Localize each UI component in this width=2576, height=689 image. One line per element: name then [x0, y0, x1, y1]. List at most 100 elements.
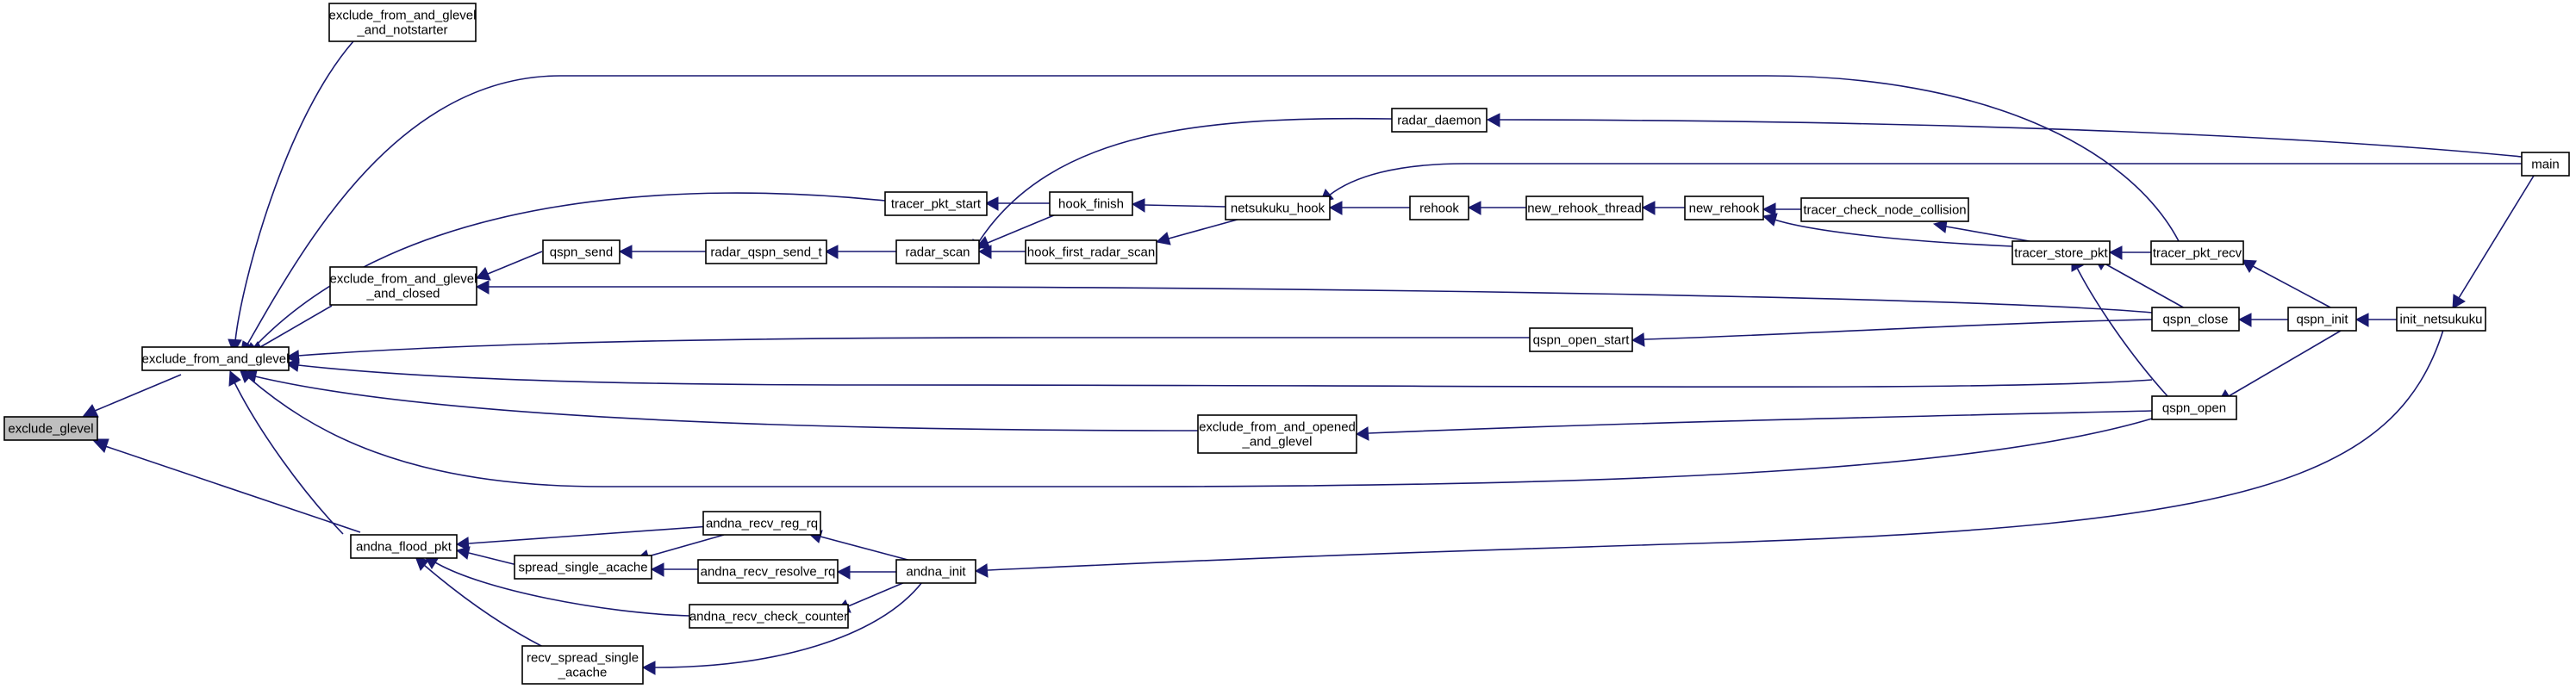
node-box [1409, 196, 1469, 220]
node-andna-recv-reg-rq[interactable]: andna_recv_reg_rq [702, 511, 821, 536]
arrowhead [1355, 426, 1369, 441]
node-qspn-open-start[interactable]: qspn_open_start [1529, 327, 1633, 352]
node-label: _and_notstarter [356, 23, 447, 38]
edge-excl-and-glevel-to-exclude-glevel [94, 374, 182, 412]
arrowhead [974, 563, 989, 578]
node-label: _acache [558, 666, 608, 680]
node-andna-recv-resolve-rq[interactable]: andna_recv_resolve_rq [697, 559, 839, 584]
node-init-netsukuku[interactable]: init_netsukuku [2396, 307, 2486, 332]
node-label: netsukuku_hook [1231, 202, 1325, 216]
edge-qspn-close-to-excl-closed [489, 286, 2153, 313]
edge-qspn-close-to-qspn-open-start [1644, 319, 2153, 340]
edge-main-to-init-netsukuku [2458, 175, 2535, 299]
arrowhead [1486, 113, 1500, 127]
node-radar-daemon[interactable]: radar_daemon [1391, 108, 1488, 133]
node-hook-finish[interactable]: hook_finish [1049, 191, 1133, 216]
node-label: exclude_from_and_glevel [142, 352, 290, 367]
arrowhead [228, 369, 241, 387]
node-box [2150, 240, 2244, 265]
edge-andna-recv-reg-rq-to-andna-flood-pkt [468, 525, 711, 544]
node-box [705, 239, 827, 264]
arrowhead [1762, 202, 1776, 217]
node-label: exclude_from_and_opened [1199, 420, 1356, 435]
arrowhead [1932, 220, 1948, 233]
node-label: tracer_pkt_start [891, 197, 982, 212]
edge-main-to-netsukuku-hook [1328, 163, 2522, 196]
node-box [328, 3, 477, 42]
node-andna-flood-pkt[interactable]: andna_flood_pkt [350, 534, 458, 559]
node-exclude-glevel[interactable]: exclude_glevel [3, 416, 98, 441]
arrowhead [641, 661, 656, 675]
edge-andna-recv-check-counter-to-andna-flood-pkt [434, 562, 690, 617]
edge-netsukuku-hook-to-hook-finish [1144, 204, 1226, 208]
node-andna-recv-check-counter[interactable]: andna_recv_check_counter [689, 604, 849, 629]
node-new-rehook[interactable]: new_rehook [1684, 196, 1764, 220]
arrowhead [1641, 201, 1656, 215]
node-label: _and_closed [365, 287, 440, 301]
edge-qspn-open-start-to-excl-and-glevel [297, 337, 1530, 357]
node-hook-first-radar-scan[interactable]: hook_first_radar_scan [1025, 239, 1157, 264]
edge-qspn-init-to-qspn-open [2228, 330, 2342, 397]
node-label: qspn_init [2296, 313, 2348, 327]
arrowhead [2242, 259, 2257, 273]
node-box [697, 559, 839, 584]
node-box [2521, 152, 2570, 177]
edge-spread-single-acache-to-andna-flood-pkt [468, 552, 518, 566]
arrowhead [1155, 232, 1171, 245]
node-box [1225, 196, 1331, 220]
node-qspn-close[interactable]: qspn_close [2151, 307, 2240, 332]
node-tracer-pkt-recv[interactable]: tracer_pkt_recv [2150, 240, 2244, 265]
node-label: andna_recv_reg_rq [706, 517, 818, 531]
node-label: rehook [1419, 202, 1459, 216]
node-tracer-check-node-collision[interactable]: tracer_check_node_collision [1800, 197, 1969, 222]
arrowhead [1467, 201, 1481, 215]
node-exclude-from-and-glevel[interactable]: exclude_from_and_glevel [141, 346, 290, 371]
node-box [1025, 239, 1157, 264]
arrowhead [836, 565, 851, 580]
node-qspn-send[interactable]: qspn_send [542, 239, 621, 264]
edge-notstarter-to-excl-and-glevel [234, 40, 354, 342]
edge-tracer-store-pkt-to-tracer-check-node-collision [1945, 226, 2040, 244]
node-qspn-init[interactable]: qspn_init [2287, 307, 2357, 332]
node-qspn-open[interactable]: qspn_open [2151, 395, 2237, 420]
node-box [895, 559, 976, 584]
node-box [2151, 395, 2237, 420]
node-box [542, 239, 621, 264]
edge-andna-init-to-andna-recv-check-counter [847, 581, 906, 607]
node-box [329, 266, 477, 306]
node-radar-qspn-send-t[interactable]: radar_qspn_send_t [705, 239, 827, 264]
node-radar-scan[interactable]: radar_scan [895, 239, 980, 264]
arrowhead [977, 245, 992, 259]
node-exclude-from-and-opened-and-glevel[interactable]: exclude_from_and_opened_and_glevel [1197, 414, 1357, 454]
node-label: qspn_open_start [1533, 333, 1631, 348]
arrowhead [618, 245, 633, 259]
arrowhead [1631, 332, 1645, 347]
node-label: main [2531, 158, 2560, 172]
node-andna-init[interactable]: andna_init [895, 559, 976, 584]
node-netsukuku-hook[interactable]: netsukuku_hook [1225, 196, 1331, 220]
arrowhead [2452, 294, 2466, 309]
node-exclude-from-and-glevel-and-closed[interactable]: exclude_from_and_glevel_and_closed [329, 266, 477, 306]
edge-andna-flood-pkt-to-exclude-glevel [104, 445, 361, 533]
node-exclude-from-and-glevel-and-notstarter[interactable]: exclude_from_and_glevel_and_notstarter [328, 3, 477, 42]
node-label: andna_flood_pkt [356, 540, 452, 555]
node-label: qspn_open [2162, 401, 2226, 416]
edge-qspn-open-to-excl-and-glevel [247, 376, 2153, 487]
node-recv-spread-single-acache[interactable]: recv_spread_single_acache [521, 645, 644, 685]
node-tracer-store-pkt[interactable]: tracer_store_pkt [2012, 240, 2111, 265]
node-new-rehook-thread[interactable]: new_rehook_thread [1525, 196, 1644, 220]
node-box [1684, 196, 1764, 220]
node-main[interactable]: main [2521, 152, 2570, 177]
arrowhead [455, 546, 471, 560]
edge-hook-finish-to-radar-scan [987, 212, 1061, 244]
node-box [514, 555, 652, 580]
node-label: tracer_check_node_collision [1803, 203, 1966, 218]
arrowhead [1762, 213, 1778, 227]
node-tracer-pkt-start[interactable]: tracer_pkt_start [884, 191, 988, 216]
edge-excl-closed-to-excl-and-glevel [259, 305, 333, 348]
node-rehook[interactable]: rehook [1409, 196, 1469, 220]
node-label: init_netsukuku [2400, 313, 2483, 327]
edge-qspn-open-to-excl-opened [1368, 410, 2153, 434]
node-spread-single-acache[interactable]: spread_single_acache [514, 555, 652, 580]
